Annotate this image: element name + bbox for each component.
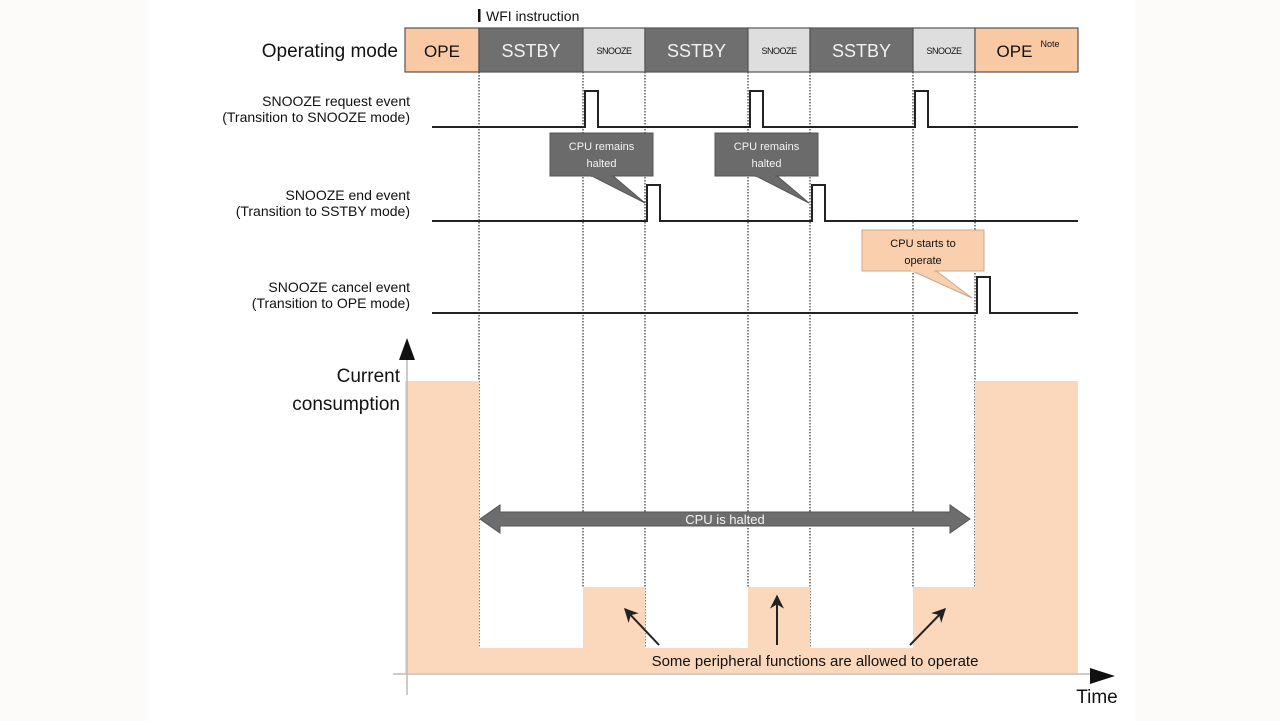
signal-waveform-1 bbox=[432, 90, 1078, 128]
y-axis-arrow-icon bbox=[399, 338, 415, 360]
current-level-sstby bbox=[645, 648, 748, 673]
mode-segment-sstby bbox=[644, 27, 749, 73]
callout-pointer bbox=[909, 269, 973, 299]
current-level-sstby bbox=[479, 648, 583, 673]
mode-segment-snooze bbox=[912, 27, 976, 73]
cpu-halted-label: CPU is halted bbox=[685, 512, 764, 527]
callout-text-line2: operate bbox=[904, 255, 941, 267]
callout-text-line2: halted bbox=[752, 158, 782, 170]
mode-label: SSTBY bbox=[832, 41, 891, 61]
mode-label: OPE bbox=[997, 42, 1033, 61]
callout-joint bbox=[591, 174, 611, 177]
callout-box bbox=[714, 132, 819, 177]
peripheral-arrow-1 bbox=[624, 607, 660, 646]
signal-waveform-3 bbox=[432, 276, 1078, 314]
signal-name: SNOOZE cancel event bbox=[268, 279, 410, 295]
callout-text-line1: CPU remains bbox=[734, 141, 800, 153]
mode-label: SSTBY bbox=[501, 41, 560, 61]
wfi-marker bbox=[478, 9, 481, 22]
mode-segment-ope bbox=[404, 27, 480, 73]
signal-subtitle: (Transition to SSTBY mode) bbox=[236, 203, 410, 219]
mode-superscript-note: Note bbox=[1041, 39, 1060, 49]
operating-mode-label: Operating mode bbox=[262, 41, 398, 62]
time-axis-label: Time bbox=[1076, 687, 1118, 708]
mode-label: SNOOZE bbox=[596, 46, 632, 56]
peripheral-arrow-3 bbox=[909, 607, 946, 646]
mode-segment-ope bbox=[974, 27, 1079, 73]
callout-joint bbox=[911, 269, 934, 272]
signal-subtitle: (Transition to OPE mode) bbox=[252, 295, 410, 311]
callout-pointer bbox=[589, 174, 646, 204]
signal-name: SNOOZE request event bbox=[262, 93, 410, 109]
mode-label: SNOOZE bbox=[761, 46, 797, 56]
x-axis-arrow-icon bbox=[1090, 668, 1115, 684]
cpu-halted-double-arrow bbox=[479, 504, 971, 534]
peripheral-note: Some peripheral functions are allowed to… bbox=[652, 653, 979, 670]
callout-text-line2: halted bbox=[587, 158, 617, 170]
signal-name: SNOOZE end event bbox=[285, 187, 410, 203]
current-level-snooze bbox=[583, 587, 645, 673]
diagram-canvas: OPE SSTBY SNOOZE SSTBY SNOOZE SSTBY SNOOZE OPE N… bbox=[147, 0, 1135, 721]
current-axis-label-line2: consumption bbox=[292, 394, 400, 415]
callout-box bbox=[549, 132, 654, 177]
mode-segment-snooze bbox=[747, 27, 811, 73]
current-level-sstby bbox=[810, 648, 913, 673]
callout-text-line1: CPU starts to bbox=[890, 238, 955, 250]
signal-subtitle: (Transition to SNOOZE mode) bbox=[222, 109, 410, 125]
mode-label: OPE bbox=[424, 42, 460, 61]
callout-text-line1: CPU remains bbox=[569, 141, 635, 153]
mode-label: SSTBY bbox=[667, 41, 726, 61]
callout-pointer bbox=[753, 174, 810, 204]
mode-segment-sstby bbox=[809, 27, 914, 73]
current-level-ope bbox=[405, 381, 479, 673]
current-level-ope bbox=[975, 381, 1078, 673]
signal-waveform-2 bbox=[432, 184, 1078, 222]
wfi-instruction-label: WFI instruction bbox=[486, 8, 579, 24]
snooze-timing-diagram: OPE SSTBY SNOOZE SSTBY SNOOZE SSTBY SNOOZE OPE N… bbox=[222, 8, 1118, 708]
callout-joint bbox=[755, 174, 775, 177]
mode-label: SNOOZE bbox=[926, 46, 962, 56]
callout-box bbox=[861, 229, 985, 272]
current-axis-label-line1: Current bbox=[337, 366, 401, 387]
